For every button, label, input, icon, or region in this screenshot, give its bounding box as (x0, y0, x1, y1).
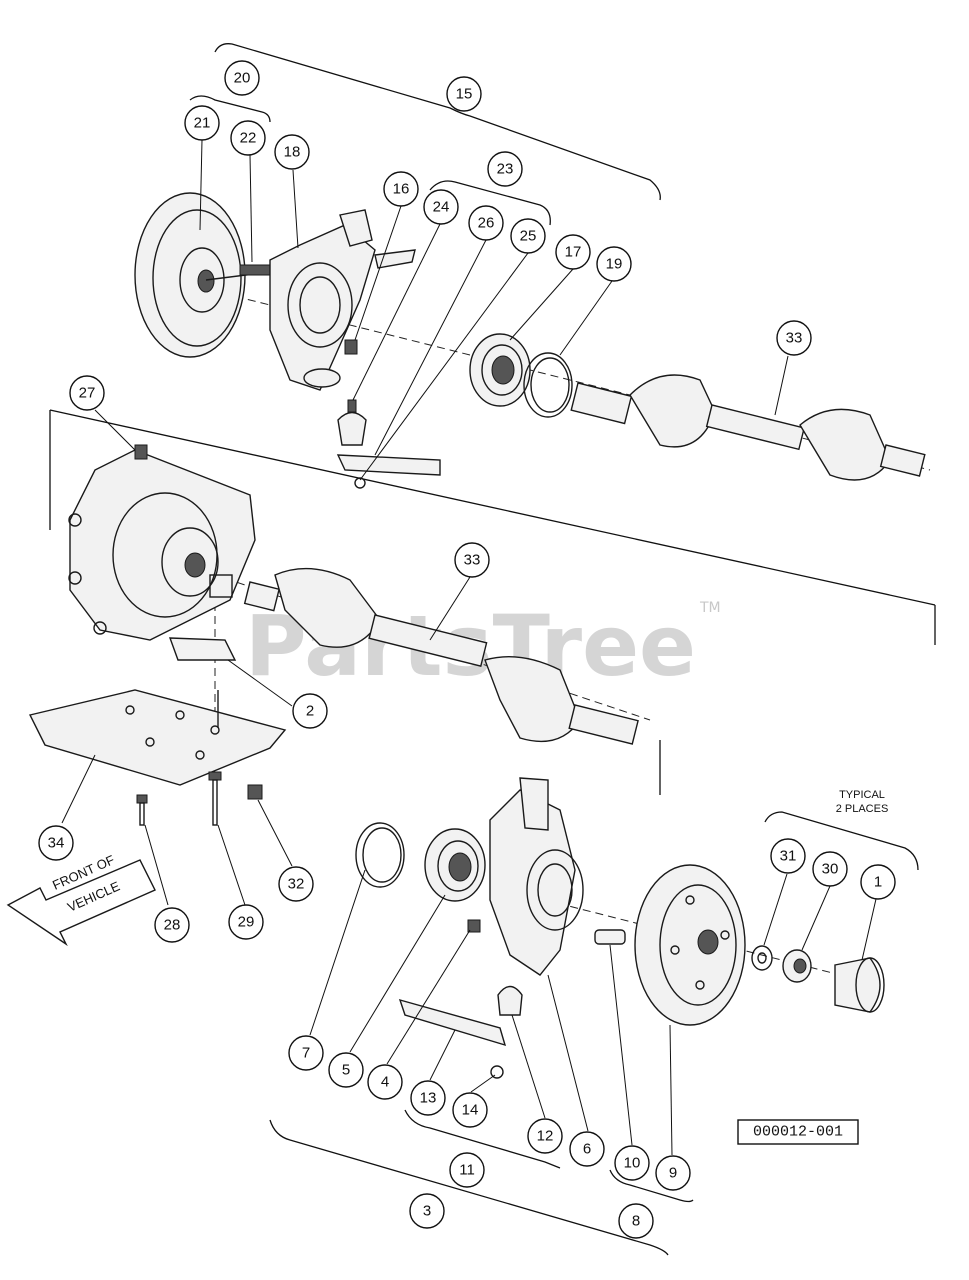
watermark-tm: TM (699, 600, 721, 616)
steering-knuckle-bottom (467, 777, 584, 976)
callout-label: 29 (238, 914, 255, 931)
callout-4: 4 (367, 1064, 403, 1100)
front-of-vehicle-arrow: FRONT OF VEHICLE (6, 852, 156, 947)
callout-16: 16 (383, 171, 419, 207)
hub-hardware (751, 945, 885, 1013)
callout-label: 8 (632, 1213, 640, 1230)
callout-label: 19 (606, 256, 623, 273)
ball-joint-top (336, 399, 441, 489)
callout-label: 24 (433, 199, 450, 216)
callout-15: 15 (446, 76, 482, 112)
callout-label: 20 (234, 70, 251, 87)
callout-11: 11 (449, 1152, 485, 1188)
leader-lines (61, 139, 877, 1156)
callout-6: 6 (569, 1131, 605, 1167)
spacer-block (168, 574, 237, 661)
callout-25: 25 (510, 218, 546, 254)
note-line2: 2 PLACES (836, 803, 889, 815)
callout-20: 20 (224, 60, 260, 96)
callout-10: 10 (614, 1145, 650, 1181)
callout-label: 14 (462, 1102, 479, 1119)
callout-label: 21 (194, 115, 211, 132)
spring-washer (594, 929, 626, 945)
callout-label: 3 (423, 1203, 431, 1220)
reference-code: 000012-001 (753, 1124, 843, 1141)
callout-13: 13 (410, 1080, 446, 1116)
callout-label: 16 (393, 181, 410, 198)
brake-rotor-bottom (634, 864, 746, 1026)
group-brackets (49, 43, 936, 1256)
retaining-ring-top (523, 352, 573, 418)
callout-label: 31 (780, 848, 797, 865)
steering-arm-bottom (398, 985, 523, 1079)
callout-8: 8 (618, 1203, 654, 1239)
callout-label: 2 (306, 703, 314, 720)
callout-label: 4 (381, 1074, 389, 1091)
callout-label: 25 (520, 228, 537, 245)
callout-12: 12 (527, 1118, 563, 1154)
callout-label: 9 (669, 1165, 677, 1182)
callout-label: 7 (302, 1045, 310, 1062)
brake-rotor-top (134, 192, 271, 358)
callout-18: 18 (274, 134, 310, 170)
drive-shaft-top (570, 374, 926, 481)
callout-29: 29 (228, 904, 264, 940)
callout-31: 31 (770, 838, 806, 874)
callout-label: 15 (456, 86, 473, 103)
callout-label: 30 (822, 861, 839, 878)
callout-label: 18 (284, 144, 301, 161)
callout-label: 10 (624, 1155, 641, 1172)
callout-26: 26 (468, 205, 504, 241)
stud (239, 264, 271, 276)
callout-label: 1 (874, 874, 882, 891)
callout-1: 1 (860, 864, 896, 900)
callout-17: 17 (555, 234, 591, 270)
callout-33-top: 33 (776, 320, 812, 356)
drive-shaft-middle (243, 567, 639, 745)
callout-14: 14 (452, 1092, 488, 1128)
callout-label: 17 (565, 244, 582, 261)
callout-28: 28 (154, 907, 190, 943)
callout-label: 33 (786, 330, 803, 347)
callout-30: 30 (812, 851, 848, 887)
callout-33-middle: 33 (454, 542, 490, 578)
callout-label: 13 (420, 1090, 437, 1107)
callout-label: 32 (288, 876, 305, 893)
note-line1: TYPICAL (839, 789, 885, 801)
callout-22: 22 (230, 120, 266, 156)
callout-9: 9 (655, 1155, 691, 1191)
callout-label: 22 (240, 130, 257, 147)
steering-knuckle-top (269, 209, 416, 391)
callout-label: 27 (79, 385, 96, 402)
reference-code-box: 000012-001 (737, 1119, 859, 1145)
bearing-top (469, 333, 531, 407)
callout-label: 28 (164, 917, 181, 934)
gear-case (68, 444, 256, 641)
callout-19: 19 (596, 246, 632, 282)
skid-plate (28, 689, 287, 786)
callout-32: 32 (278, 866, 314, 902)
retaining-ring-bottom (355, 822, 405, 888)
callout-24: 24 (423, 189, 459, 225)
callout-label: 26 (478, 215, 495, 232)
callout-27: 27 (69, 375, 105, 411)
callout-label: 11 (459, 1162, 475, 1179)
callout-23: 23 (487, 151, 523, 187)
callout-5: 5 (328, 1052, 364, 1088)
callout-label: 23 (497, 161, 514, 178)
callout-34: 34 (38, 825, 74, 861)
bearing-bottom (424, 828, 486, 902)
callout-label: 6 (583, 1141, 591, 1158)
callout-label: 34 (48, 835, 65, 852)
callout-21: 21 (184, 105, 220, 141)
fasteners (136, 771, 263, 826)
callout-label: 12 (537, 1128, 554, 1145)
callout-3: 3 (409, 1193, 445, 1229)
callout-label: 33 (464, 552, 481, 569)
callout-2: 2 (292, 693, 328, 729)
callout-7: 7 (288, 1035, 324, 1071)
callout-label: 5 (342, 1062, 350, 1079)
